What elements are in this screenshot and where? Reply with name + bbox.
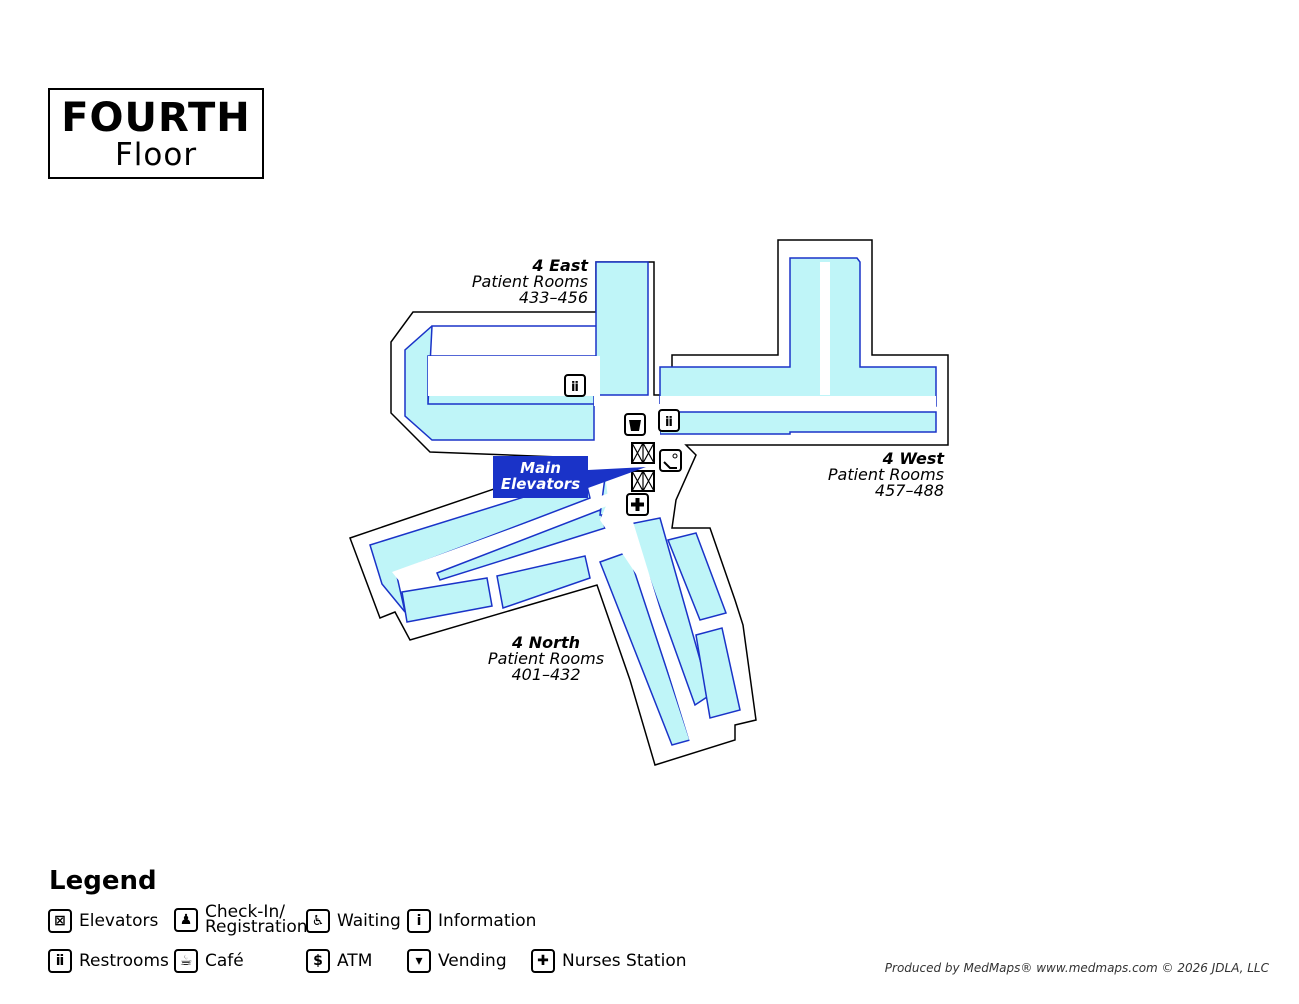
map-icons: ⅱ ⅱ — [564, 374, 682, 516]
nurses-station-icon: ✚ — [531, 949, 555, 973]
legend-information: i Information — [407, 909, 536, 933]
legend-nurses-station: ✚ Nurses Station — [531, 949, 687, 973]
map-credits: Produced by MedMaps® www.medmaps.com © 2… — [884, 961, 1269, 975]
restroom-icon-west: ⅱ — [658, 409, 680, 432]
floor-subtitle: Floor — [114, 137, 198, 173]
label-4-east: 4 East Patient Rooms 433–456 — [471, 256, 588, 307]
nurses-station-icon-map — [626, 493, 649, 516]
legend-elevators: ⊠ Elevators — [48, 909, 158, 933]
legend-cafe: ☕ Café — [174, 949, 244, 973]
legend-atm: $ ATM — [306, 949, 372, 973]
elevator-icon-map-2 — [631, 470, 655, 492]
cafe-icon: ☕ — [174, 949, 198, 973]
restroom-icon-east: ⅱ — [564, 374, 586, 397]
legend-vending: ▾ Vending — [407, 949, 507, 973]
information-icon: i — [407, 909, 431, 933]
waiting-icon: ♿ — [306, 909, 330, 933]
legend-title: Legend — [49, 866, 157, 896]
label-4-north: 4 North Patient Rooms 401–432 — [487, 633, 605, 684]
svg-text:ⅱ: ⅱ — [571, 380, 579, 395]
vending-icon: ▾ — [407, 949, 431, 973]
restroom-icon: ⅱ — [48, 949, 72, 973]
vending-icon-map — [624, 413, 646, 436]
label-4-west: 4 West Patient Rooms 457–488 — [827, 449, 944, 500]
legend-waiting: ♿ Waiting — [306, 909, 401, 933]
callout-pointer — [588, 467, 646, 488]
atm-icon: $ — [306, 949, 330, 973]
waiting-icon-map — [659, 449, 682, 472]
main-elevators-callout: Main Elevators — [493, 456, 588, 498]
legend-restrooms: ⅱ Restrooms — [48, 949, 169, 973]
checkin-icon: ♟ — [174, 908, 198, 932]
floor-title: FOURTH — [61, 95, 251, 141]
legend-checkin: ♟ Check-In/Registration — [174, 904, 308, 936]
elevator-icon: ⊠ — [48, 909, 72, 933]
floor-title-box: FOURTH Floor — [48, 88, 264, 179]
elevator-icon-map-1 — [631, 442, 655, 464]
svg-text:ⅱ: ⅱ — [665, 415, 673, 430]
